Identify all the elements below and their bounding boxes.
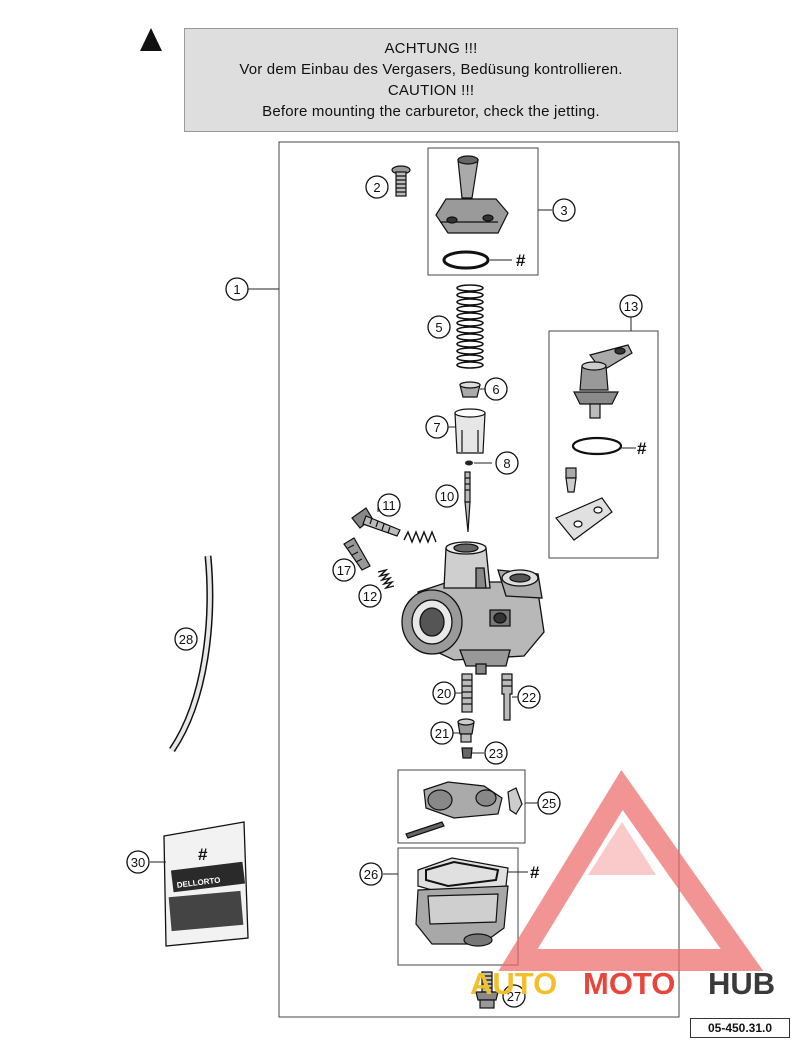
callout-circles	[126, 175, 643, 1008]
callout-20: 20	[437, 686, 451, 701]
callout-2: 2	[373, 180, 380, 195]
needle-part-10	[464, 471, 471, 533]
callout-17: 17	[337, 563, 351, 578]
spring-part-11b	[403, 530, 437, 544]
watermark-logo-icon	[498, 769, 764, 971]
throttle-cap-part-3	[435, 155, 509, 270]
watermark-auto: AUTO	[470, 966, 557, 1001]
warning-line-4: Before mounting the carburetor, check th…	[262, 103, 600, 120]
spring-part-12	[377, 568, 395, 590]
hose-part-28-inner	[170, 555, 212, 752]
warning-line-2: Vor dem Einbau des Vergasers, Bedüsung k…	[239, 61, 623, 78]
callout-30: 30	[131, 855, 145, 870]
diagram-code: 05-450.31.0	[690, 1018, 790, 1038]
screw-part-27	[475, 971, 499, 1009]
callout-11: 11	[382, 498, 396, 513]
callout-5: 5	[435, 320, 442, 335]
hash-mark-13: #	[637, 439, 647, 458]
warning-box: ACHTUNG !!! Vor dem Einbau des Vergasers…	[184, 28, 678, 132]
callout-28: 28	[179, 632, 193, 647]
group-box-26	[397, 847, 519, 966]
jet-bag-part-30	[163, 821, 249, 947]
mixture-screw-part-17	[343, 537, 371, 571]
float-bowl-part-26	[415, 857, 509, 947]
callout-3: 3	[560, 203, 567, 218]
choke-part-13	[555, 344, 633, 541]
group-box-25	[397, 769, 526, 844]
clip-part-8	[465, 460, 473, 466]
callout-7: 7	[433, 420, 440, 435]
callout-23: 23	[489, 746, 503, 761]
callout-1: 1	[233, 282, 240, 297]
callout-25: 25	[542, 796, 556, 811]
callout-26: 26	[364, 867, 378, 882]
hash-mark-3: #	[516, 251, 526, 270]
idle-jet-part-22	[501, 673, 513, 721]
atomizer-part-20	[461, 673, 473, 713]
float-part-25	[405, 781, 523, 839]
watermark-hub: HUB	[708, 966, 775, 1001]
callout-13: 13	[624, 299, 638, 314]
callout-12: 12	[363, 589, 377, 604]
warning-line-3: CAUTION !!!	[387, 82, 475, 99]
screw-part-2	[391, 165, 411, 197]
group-box-13	[548, 330, 659, 559]
idle-screw-part-11	[351, 507, 401, 537]
callout-21: 21	[435, 726, 449, 741]
retainer-part-6	[459, 381, 481, 398]
throttle-slide-part-7	[454, 408, 486, 454]
jet-holder-part-21	[457, 718, 475, 743]
warning-line-1: ACHTUNG !!!	[384, 40, 478, 57]
spring-part-5	[456, 284, 484, 369]
main-jet-part-23	[461, 747, 473, 759]
carburetor-body	[401, 541, 545, 675]
callout-27: 27	[507, 989, 521, 1004]
hash-mark-26: #	[530, 863, 540, 882]
callout-22: 22	[522, 690, 536, 705]
warning-triangle-icon	[140, 28, 162, 51]
callout-6: 6	[492, 382, 499, 397]
group-box-3	[427, 147, 539, 276]
assembly-frame	[278, 141, 680, 1018]
callout-8: 8	[503, 456, 510, 471]
hash-mark-30: #	[198, 845, 208, 864]
callout-10: 10	[440, 489, 454, 504]
watermark-moto: MOTO	[583, 966, 675, 1001]
